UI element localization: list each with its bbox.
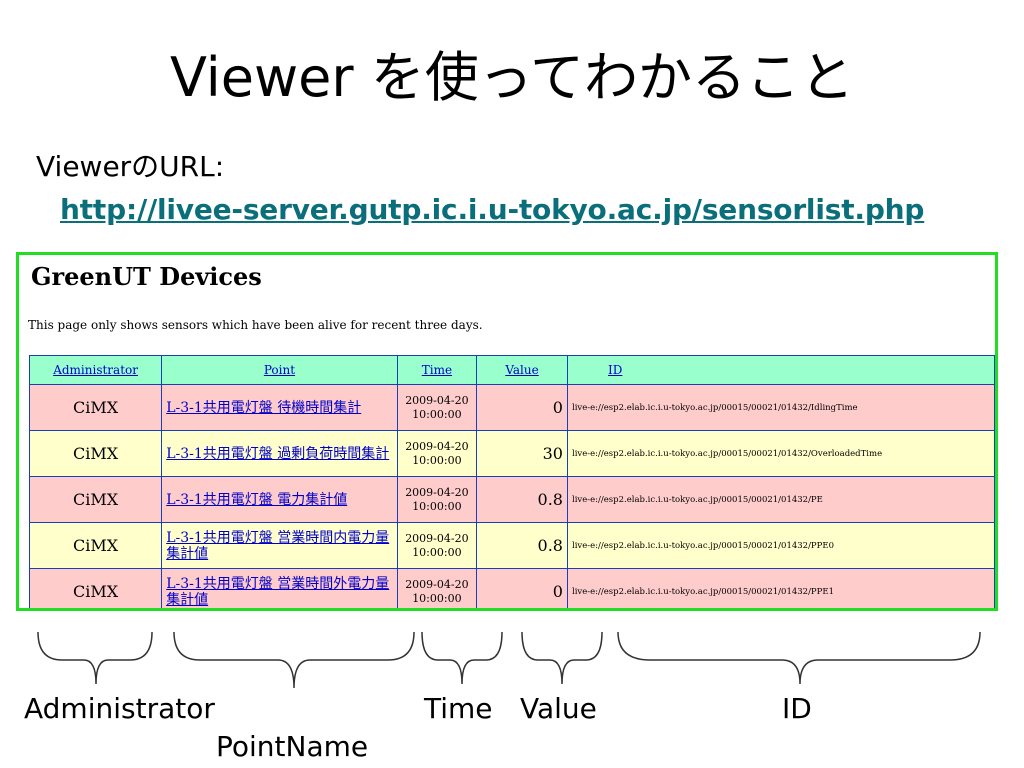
time-date: 2009-04-20 [405,485,469,499]
time-clock: 10:00:00 [412,499,462,513]
value-cell: 0 [476,568,568,608]
point-link[interactable]: L-3-1共用電灯盤 営業時間内電力量集計値 [166,529,390,562]
viewer-url-link[interactable]: http://livee-server.gutp.ic.i.u-tokyo.ac… [60,193,925,226]
time-date: 2009-04-20 [405,393,469,407]
col-header-value: Value [476,355,568,385]
id-cell: live-e://esp2.elab.ic.i.u-tokyo.ac.jp/00… [566,568,995,608]
value-cell: 0.8 [476,522,568,569]
administrator-cell: CiMX [28,476,163,523]
slide-title: Viewer を使ってわかること [169,46,855,109]
administrator-cell: CiMX [28,430,163,477]
time-date: 2009-04-20 [405,531,469,545]
url-label: ViewerのURL: [36,150,225,183]
col-header-time: Time [396,355,478,385]
page-heading: GreenUT Devices [31,262,262,291]
sort-time-link[interactable]: Time [421,363,453,377]
column-braces [37,631,981,689]
brace-administrator [37,631,153,685]
point-cell: L-3-1共用電灯盤 過剰負荷時間集計 [161,430,398,477]
point-cell: L-3-1共用電灯盤 電力集計値 [161,476,398,523]
point-cell: L-3-1共用電灯盤 営業時間内電力量集計値 [161,522,398,569]
id-cell: live-e://esp2.elab.ic.i.u-tokyo.ac.jp/00… [566,384,995,431]
id-cell: live-e://esp2.elab.ic.i.u-tokyo.ac.jp/00… [566,522,995,569]
page-note: This page only shows sensors which have … [28,318,483,332]
time-clock: 10:00:00 [412,453,462,467]
annotation-time: Time [424,692,493,725]
time-clock: 10:00:00 [412,591,462,605]
administrator-cell: CiMX [28,568,163,608]
table-header-row: Administrator Point Time Value ID [28,355,995,385]
sort-point-link[interactable]: Point [263,363,296,377]
browser-screenshot-frame: GreenUT Devices This page only shows sen… [16,252,998,611]
sort-id-link[interactable]: ID [607,363,623,377]
col-header-point: Point [161,355,398,385]
brace-pointname [173,631,415,689]
brace-time [421,631,503,685]
col-header-id: ID [566,355,995,385]
value-cell: 0 [476,384,568,431]
value-cell: 30 [476,430,568,477]
brace-value [521,631,603,685]
time-date: 2009-04-20 [405,439,469,453]
administrator-cell: CiMX [28,384,163,431]
sort-value-link[interactable]: Value [505,363,539,377]
sort-administrator-link[interactable]: Administrator [53,363,138,377]
point-link[interactable]: L-3-1共用電灯盤 過剰負荷時間集計 [166,445,390,462]
id-cell: live-e://esp2.elab.ic.i.u-tokyo.ac.jp/00… [566,476,995,523]
point-link[interactable]: L-3-1共用電灯盤 営業時間外電力量集計値 [166,575,390,608]
administrator-cell: CiMX [28,522,163,569]
time-clock: 10:00:00 [412,407,462,421]
time-clock: 10:00:00 [412,545,462,559]
annotation-administrator: Administrator [24,692,215,725]
brace-id [617,631,981,685]
annotation-id: ID [782,692,812,725]
point-link[interactable]: L-3-1共用電灯盤 待機時間集計 [166,399,362,416]
point-cell: L-3-1共用電灯盤 待機時間集計 [161,384,398,431]
annotation-value: Value [520,692,597,725]
time-date: 2009-04-20 [405,577,469,591]
point-cell: L-3-1共用電灯盤 営業時間外電力量集計値 [161,568,398,608]
point-link[interactable]: L-3-1共用電灯盤 電力集計値 [166,491,348,508]
annotation-pointname: PointName [216,730,369,763]
col-header-administrator: Administrator [28,355,163,385]
sensor-table: Administrator Point Time Value ID CiMX L… [28,355,995,608]
id-cell: live-e://esp2.elab.ic.i.u-tokyo.ac.jp/00… [566,430,995,477]
value-cell: 0.8 [476,476,568,523]
